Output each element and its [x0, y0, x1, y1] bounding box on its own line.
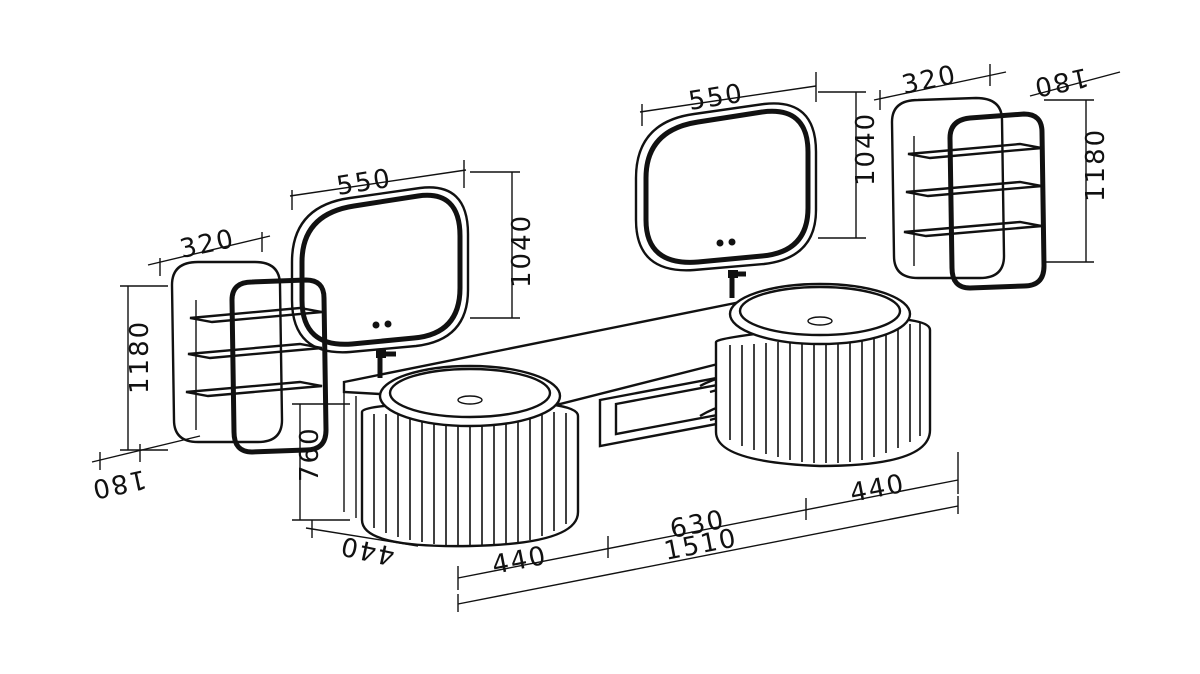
right-fluted-base [714, 316, 932, 468]
left-cabinet-height-label: 1180 [125, 320, 155, 394]
right-cabinet-dimensions [873, 64, 1121, 263]
left-mirror [290, 186, 470, 354]
right-cabinet-depth-label: 180 [1030, 61, 1091, 102]
left-mirror-dimensions [289, 160, 520, 319]
vanity-unit [342, 270, 932, 548]
left-cabinet-width-label: 320 [177, 224, 238, 265]
right-mirror-dimensions [639, 72, 866, 239]
left-mirror-height-label: 1040 [507, 214, 537, 288]
right-mirror-height-label: 1040 [851, 112, 881, 186]
left-cabinet-depth-label: 180 [88, 463, 149, 504]
right-mirror-width-label: 550 [686, 79, 746, 117]
right-basin [728, 270, 912, 346]
right-cabinet-height-label: 1180 [1081, 128, 1111, 202]
left-mirror-width-label: 550 [334, 164, 394, 202]
vanity-height-label: 760 [295, 426, 325, 482]
right-wall-cabinet [890, 96, 1047, 291]
right-basin-width-label: 440 [848, 469, 908, 509]
left-basin-width-label: 440 [490, 541, 550, 581]
vanity-dimensions [292, 403, 959, 612]
left-basin [376, 350, 562, 428]
right-mirror [634, 102, 818, 272]
right-cabinet-width-label: 320 [899, 60, 960, 101]
left-cabinet-dimensions [91, 232, 271, 470]
